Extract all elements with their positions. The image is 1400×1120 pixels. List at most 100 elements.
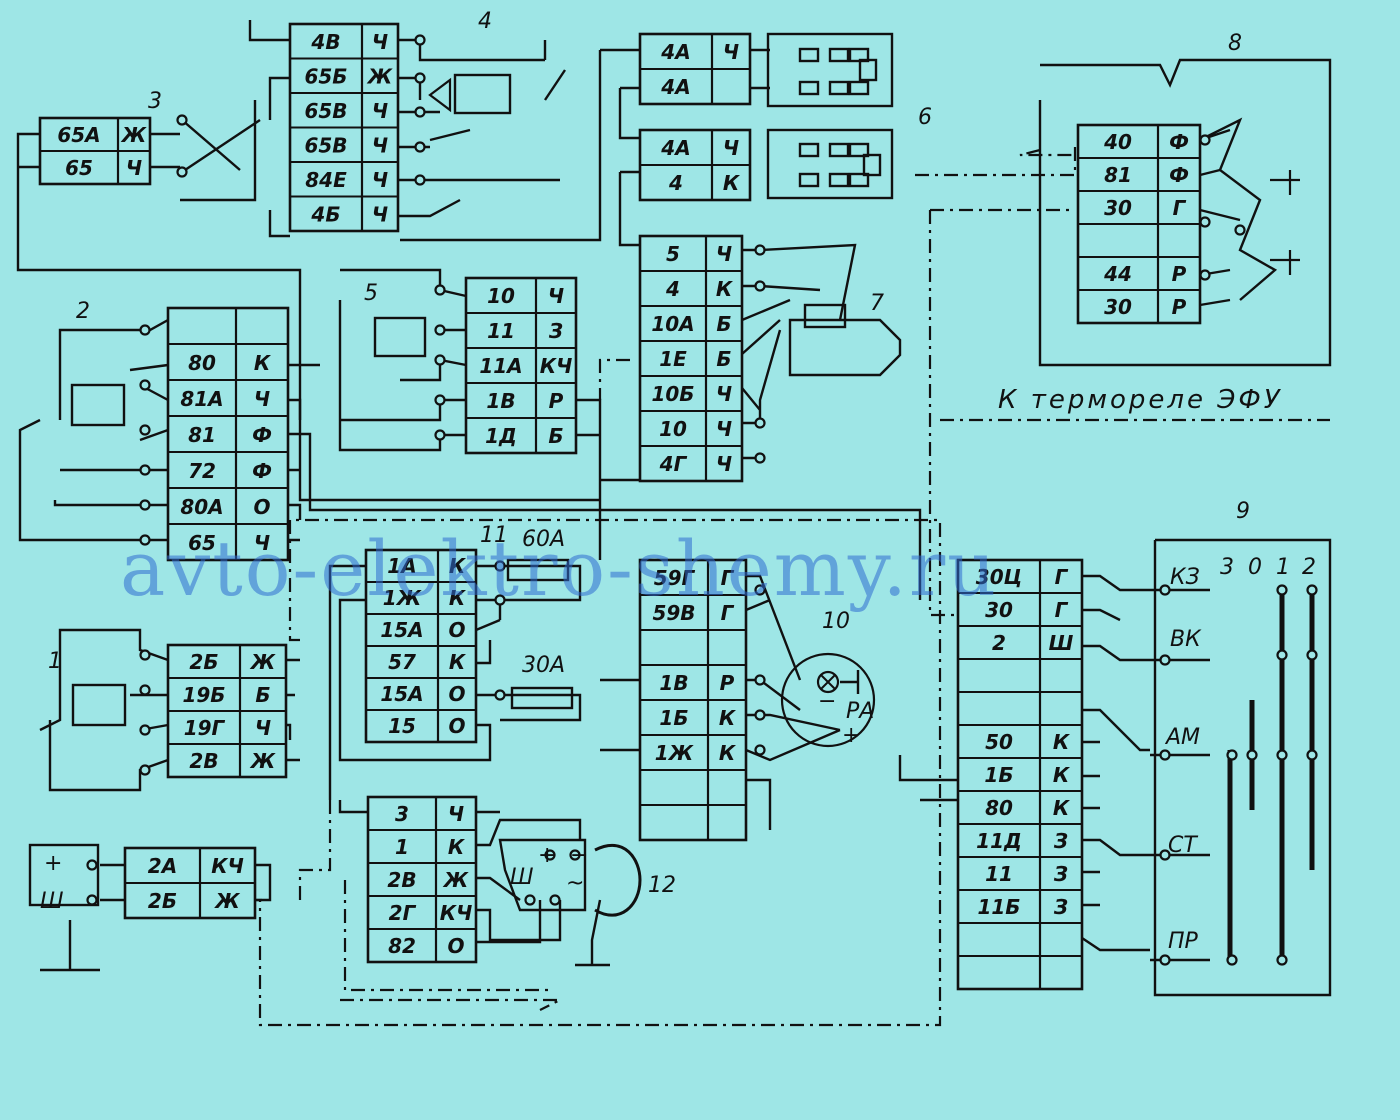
wire-color: О xyxy=(448,682,465,706)
terminal-dot-20 xyxy=(139,499,151,511)
wire-color: З xyxy=(1053,895,1068,919)
wire-number: 15 xyxy=(388,714,416,738)
terminal-dot-7 xyxy=(754,244,766,256)
wire-color: Р xyxy=(549,389,564,413)
wire-number: 65В xyxy=(304,99,347,123)
component-label-12: 12 xyxy=(648,873,676,898)
wire-color: Ш xyxy=(1049,631,1074,655)
glow-element-b5 xyxy=(848,172,870,188)
switch-position-2: 2 xyxy=(1302,555,1316,580)
terminal-minus-gauge: − xyxy=(818,689,836,714)
wire-number: 1Б xyxy=(984,763,1013,787)
wire-color: О xyxy=(253,495,270,519)
wire-number: 11Д xyxy=(976,829,1022,853)
glow-element-b0 xyxy=(798,142,820,158)
terminal-dot-4 xyxy=(414,106,426,118)
wire-color: Б xyxy=(548,424,563,448)
terminal-dot-24 xyxy=(139,724,151,736)
wire-number: 1В xyxy=(659,671,688,695)
terminal-dot-37 xyxy=(524,894,536,906)
wire-21 xyxy=(1038,58,1332,367)
wire-number: 1Ж xyxy=(383,586,422,610)
glow-fuse-a xyxy=(858,58,878,82)
glow-element-b3 xyxy=(828,172,850,188)
wire-color: Ч xyxy=(372,133,388,157)
components xyxy=(28,32,1318,966)
wire-color: К xyxy=(254,351,272,375)
wire-number: 4А xyxy=(660,75,690,99)
generator-12-body xyxy=(498,838,587,912)
wire-color: Ч xyxy=(126,156,142,180)
glow-element-b2 xyxy=(798,172,820,188)
component-label-11: 11 xyxy=(480,523,508,548)
wire-number: 10Б xyxy=(651,382,694,406)
wire-color: Г xyxy=(1173,196,1187,220)
wire-number: 2Б xyxy=(189,650,218,674)
switch-output-kz: КЗ xyxy=(1170,565,1200,590)
wire-number: 2В xyxy=(387,868,416,892)
wire-color: О xyxy=(448,714,465,738)
switch-9-contact-bars xyxy=(1227,590,1315,960)
harness-line-7 xyxy=(1019,148,1075,157)
harness-line-4 xyxy=(928,208,1070,617)
relay-1-coil xyxy=(71,683,127,727)
terminal-dot-36 xyxy=(569,849,581,861)
wire-color: Ч xyxy=(254,531,270,555)
wire-3 xyxy=(400,48,640,247)
wire-color: К xyxy=(449,586,467,610)
wire-number: 15А xyxy=(380,618,423,642)
terminal-dot-13 xyxy=(434,354,446,366)
terminal-dot-46 xyxy=(1276,749,1288,761)
glow-element-b1 xyxy=(828,142,850,158)
wire-color: К xyxy=(448,835,466,859)
terminal-dot-11 xyxy=(434,284,446,296)
fuse-60a xyxy=(506,558,570,582)
wire-color: Ж xyxy=(249,749,276,773)
wiring-lines xyxy=(16,20,1332,1027)
terminal-tilde-generator: ~ xyxy=(566,871,584,896)
wire-color: З xyxy=(1053,829,1068,853)
wire-number: 4Б xyxy=(310,202,340,226)
switch-output-vk: ВК xyxy=(1170,627,1202,652)
wire-color: Ф xyxy=(252,459,272,483)
wire-number: 82 xyxy=(388,934,416,958)
relay-4-coil xyxy=(453,73,512,115)
wire-color: З xyxy=(1053,862,1068,886)
wire-color: Р xyxy=(1172,295,1187,319)
wire-color: Г xyxy=(1055,565,1069,589)
terminal-plus-generator: + xyxy=(538,843,556,868)
wire-14 xyxy=(1153,538,1332,997)
glow-element-a5 xyxy=(848,80,870,96)
wire-color: Ж xyxy=(213,889,240,913)
wire-color: К xyxy=(1053,763,1071,787)
component-label-3: 3 xyxy=(148,89,162,114)
terminal-dot-57 xyxy=(1234,224,1246,236)
terminal-dot-39 xyxy=(1159,584,1171,596)
wire-number: 81 xyxy=(1104,163,1132,187)
component-label-9: 9 xyxy=(1236,499,1250,524)
wire-0 xyxy=(16,132,302,420)
terminal-dot-55 xyxy=(1199,216,1211,228)
wire-color: Ж xyxy=(249,650,276,674)
wire-color: Ч xyxy=(716,242,732,266)
terminal-dot-31 xyxy=(754,709,766,721)
wire-number: 11Б xyxy=(977,895,1020,919)
terminal-dot-26 xyxy=(494,560,506,572)
wire-color: КЧ xyxy=(440,901,473,925)
wire-number: 5 xyxy=(666,242,680,266)
component-label-1: 1 xyxy=(48,649,62,674)
wire-number: 2Б xyxy=(148,889,177,913)
switch-position-0: 0 xyxy=(1248,555,1262,580)
terminal-dot-1 xyxy=(176,166,188,178)
relay-4-diode-icon xyxy=(428,77,452,113)
wire-number: 10 xyxy=(659,417,687,441)
wire-number: 4 xyxy=(668,171,683,195)
wire-color: Ф xyxy=(1169,163,1189,187)
wire-number: 84Е xyxy=(305,168,347,192)
terminal-dot-21 xyxy=(139,534,151,546)
